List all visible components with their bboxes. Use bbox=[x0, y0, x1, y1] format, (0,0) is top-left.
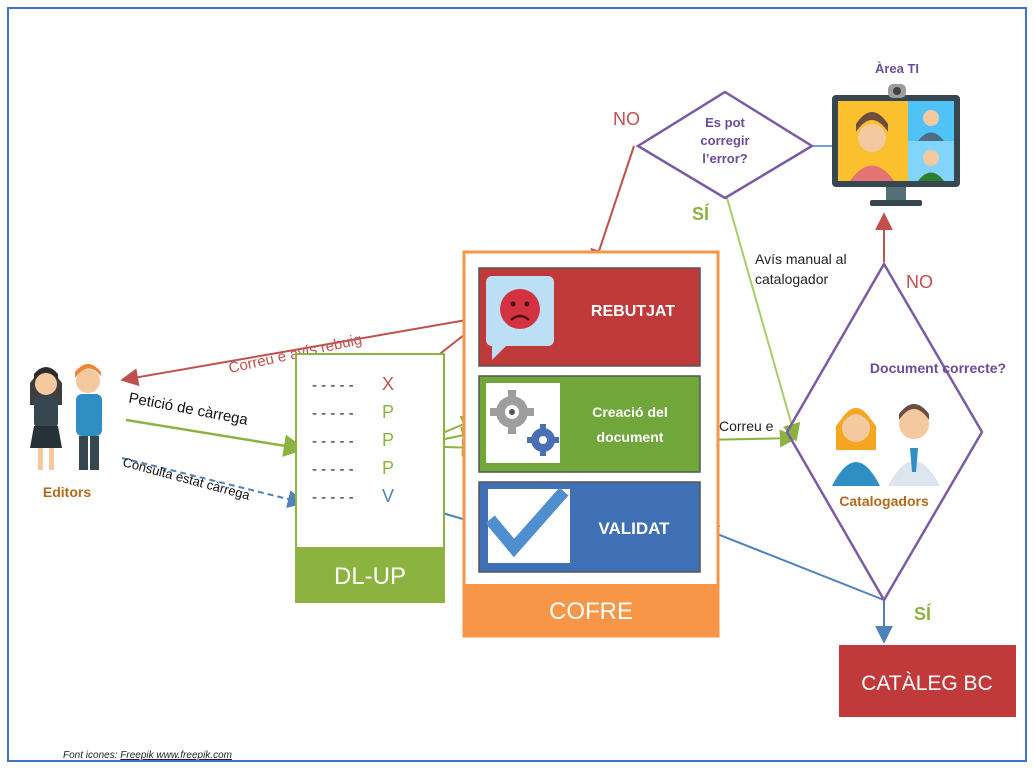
area-ti-label: Àrea TI bbox=[875, 61, 919, 76]
dlup-title-bar bbox=[296, 547, 444, 602]
cofre: COFRE REBUTJAT bbox=[462, 250, 720, 638]
decision-fix-error: Es pot corregir l’error? bbox=[635, 90, 815, 200]
dlup-row-status: X bbox=[382, 374, 394, 394]
label-avis-line2: catalogador bbox=[755, 271, 829, 287]
dlup-row-dashes: - - - - - bbox=[312, 433, 354, 450]
validat-label: VALIDAT bbox=[598, 519, 670, 538]
cataleg-bc: CATÀLEG BC bbox=[839, 645, 1016, 717]
footer-credit: Font icones: Freepik www.freepik.com bbox=[63, 750, 232, 761]
dlup-row-status: P bbox=[382, 402, 394, 422]
footer-link[interactable]: Freepik www.freepik.com bbox=[120, 750, 232, 761]
cataleg-box bbox=[839, 645, 1016, 717]
creacio-line2: document bbox=[597, 429, 664, 445]
catalogers-people-icon bbox=[832, 404, 940, 486]
gears-icon bbox=[486, 383, 560, 463]
creacio-line1: Creació del bbox=[592, 404, 667, 420]
cofre-title: COFRE bbox=[549, 598, 633, 625]
dlup-row-status: P bbox=[382, 430, 394, 450]
outer-frame bbox=[7, 7, 1027, 762]
footer-prefix: Font icones: bbox=[63, 750, 120, 761]
arrow-rebuig-to-editors bbox=[120, 317, 479, 387]
editors: Editors bbox=[30, 364, 102, 500]
sad-face-icon bbox=[486, 276, 554, 360]
dlup-title: DL-UP bbox=[334, 563, 406, 590]
editors-label: Editors bbox=[43, 484, 91, 500]
decision-fix-line1: Es pot bbox=[705, 115, 745, 130]
arrow-si-to-catalogadors bbox=[726, 197, 801, 442]
area-ti: Àrea TI bbox=[832, 61, 960, 206]
dlup-row-dashes: - - - - - bbox=[312, 377, 354, 394]
dlup-row-status: V bbox=[382, 486, 394, 506]
decision-doc: Document correcte? Catalogadors bbox=[785, 261, 1006, 603]
dlup-row-dashes: - - - - - bbox=[312, 489, 354, 506]
arrow-consulta bbox=[121, 457, 306, 508]
label-no-top: NO bbox=[613, 109, 640, 129]
label-avis-line1: Avís manual al bbox=[755, 251, 847, 267]
cataleg-label: CATÀLEG BC bbox=[861, 672, 992, 695]
label-consulta: Consulta estat càrrega bbox=[121, 454, 252, 503]
catalogadors-label: Catalogadors bbox=[839, 493, 929, 509]
decision-fix-line2: corregir bbox=[700, 133, 749, 148]
dlup-row-dashes: - - - - - bbox=[312, 461, 354, 478]
decision-doc-label: Document correcte? bbox=[870, 360, 1006, 376]
rebutjat-label: REBUTJAT bbox=[591, 303, 675, 320]
dlup-row-dashes: - - - - - bbox=[312, 405, 354, 422]
arrow-si-to-validat bbox=[700, 525, 885, 601]
dlup-rows: - - - - - X - - - - - P - - - - - P - - - - - P… bbox=[312, 374, 394, 506]
dlup: DL-UP - - - - -X- - - - -P- - - - -P- - … bbox=[295, 353, 445, 603]
label-correu-e: Correu e bbox=[719, 418, 774, 434]
checkmark-icon bbox=[485, 487, 570, 563]
label-si-top: SÍ bbox=[692, 203, 710, 224]
label-si-bottom: SÍ bbox=[914, 603, 932, 624]
dlup-row-status: P bbox=[382, 458, 394, 478]
label-no-right: NO bbox=[906, 272, 933, 292]
decision-doc-diamond bbox=[785, 261, 984, 603]
cofre-title-bar bbox=[464, 584, 718, 636]
arrow-peticio bbox=[125, 418, 307, 457]
arrow-no-to-rebutjat bbox=[590, 145, 635, 268]
decision-fix-line3: l’error? bbox=[702, 151, 748, 166]
decision-fix-diamond bbox=[635, 90, 815, 200]
video-call-icon bbox=[832, 84, 960, 206]
editors-people-icon bbox=[30, 364, 102, 470]
